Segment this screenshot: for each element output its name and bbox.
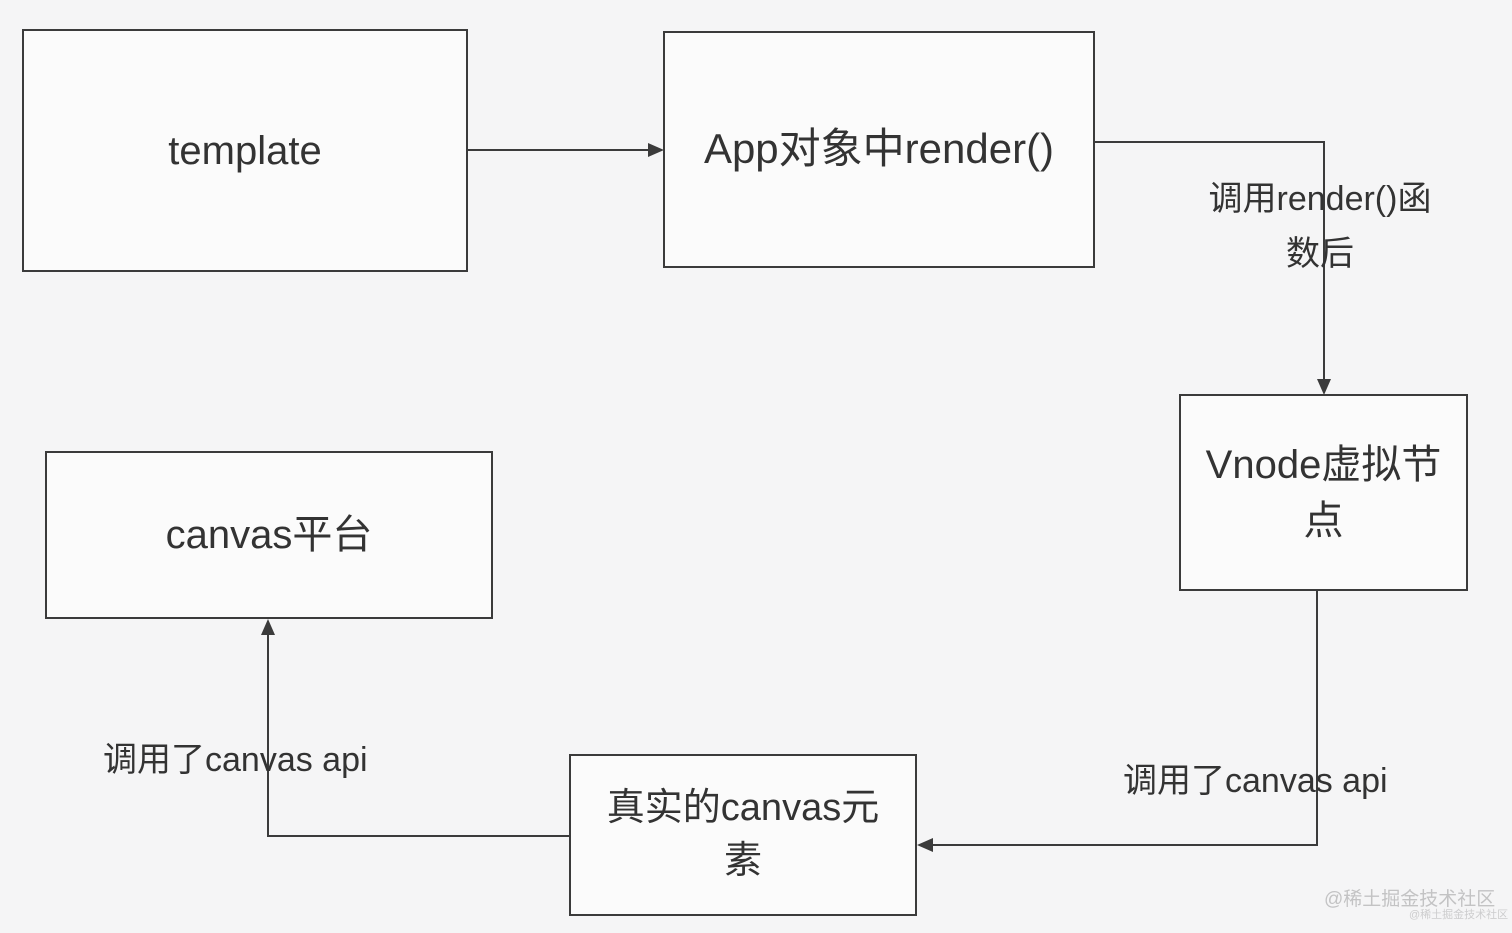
watermark-juejin-small: @稀土掘金技术社区: [1409, 909, 1509, 921]
edge-label-call-canvas-api-left: 调用了canvas api: [103, 741, 368, 779]
node-template: template: [22, 29, 468, 272]
edge-app-to-vnode-line-horizontal: [1095, 141, 1325, 143]
node-canvas-platform: canvas平台: [45, 451, 493, 619]
edge-realcanvas-to-platform-line-horizontal: [268, 835, 569, 837]
watermark-juejin-large: @稀土掘金技术社区: [1324, 889, 1496, 910]
edge-realcanvas-to-platform-arrowhead-icon: [261, 619, 275, 635]
edge-vnode-to-realcanvas-line-vertical: [1316, 591, 1318, 846]
edge-app-to-vnode-line-vertical: [1323, 141, 1325, 380]
edge-app-to-vnode-arrowhead-icon: [1317, 379, 1331, 395]
edge-vnode-to-realcanvas-arrowhead-icon: [917, 838, 933, 852]
node-vnode: Vnode虚拟节 点: [1179, 394, 1468, 591]
node-real-canvas: 真实的canvas元 素: [569, 754, 917, 916]
edge-template-to-app-arrowhead-icon: [648, 143, 664, 157]
edge-template-to-app-line: [468, 149, 650, 151]
edge-label-call-canvas-api-right: 调用了canvas api: [1123, 762, 1388, 800]
edge-label-after-render: 调用render()函 数后: [1208, 180, 1432, 273]
node-app-render: App对象中render(): [663, 31, 1095, 268]
edge-realcanvas-to-platform-line-vertical: [267, 634, 269, 837]
edge-vnode-to-realcanvas-line-horizontal: [931, 844, 1318, 846]
